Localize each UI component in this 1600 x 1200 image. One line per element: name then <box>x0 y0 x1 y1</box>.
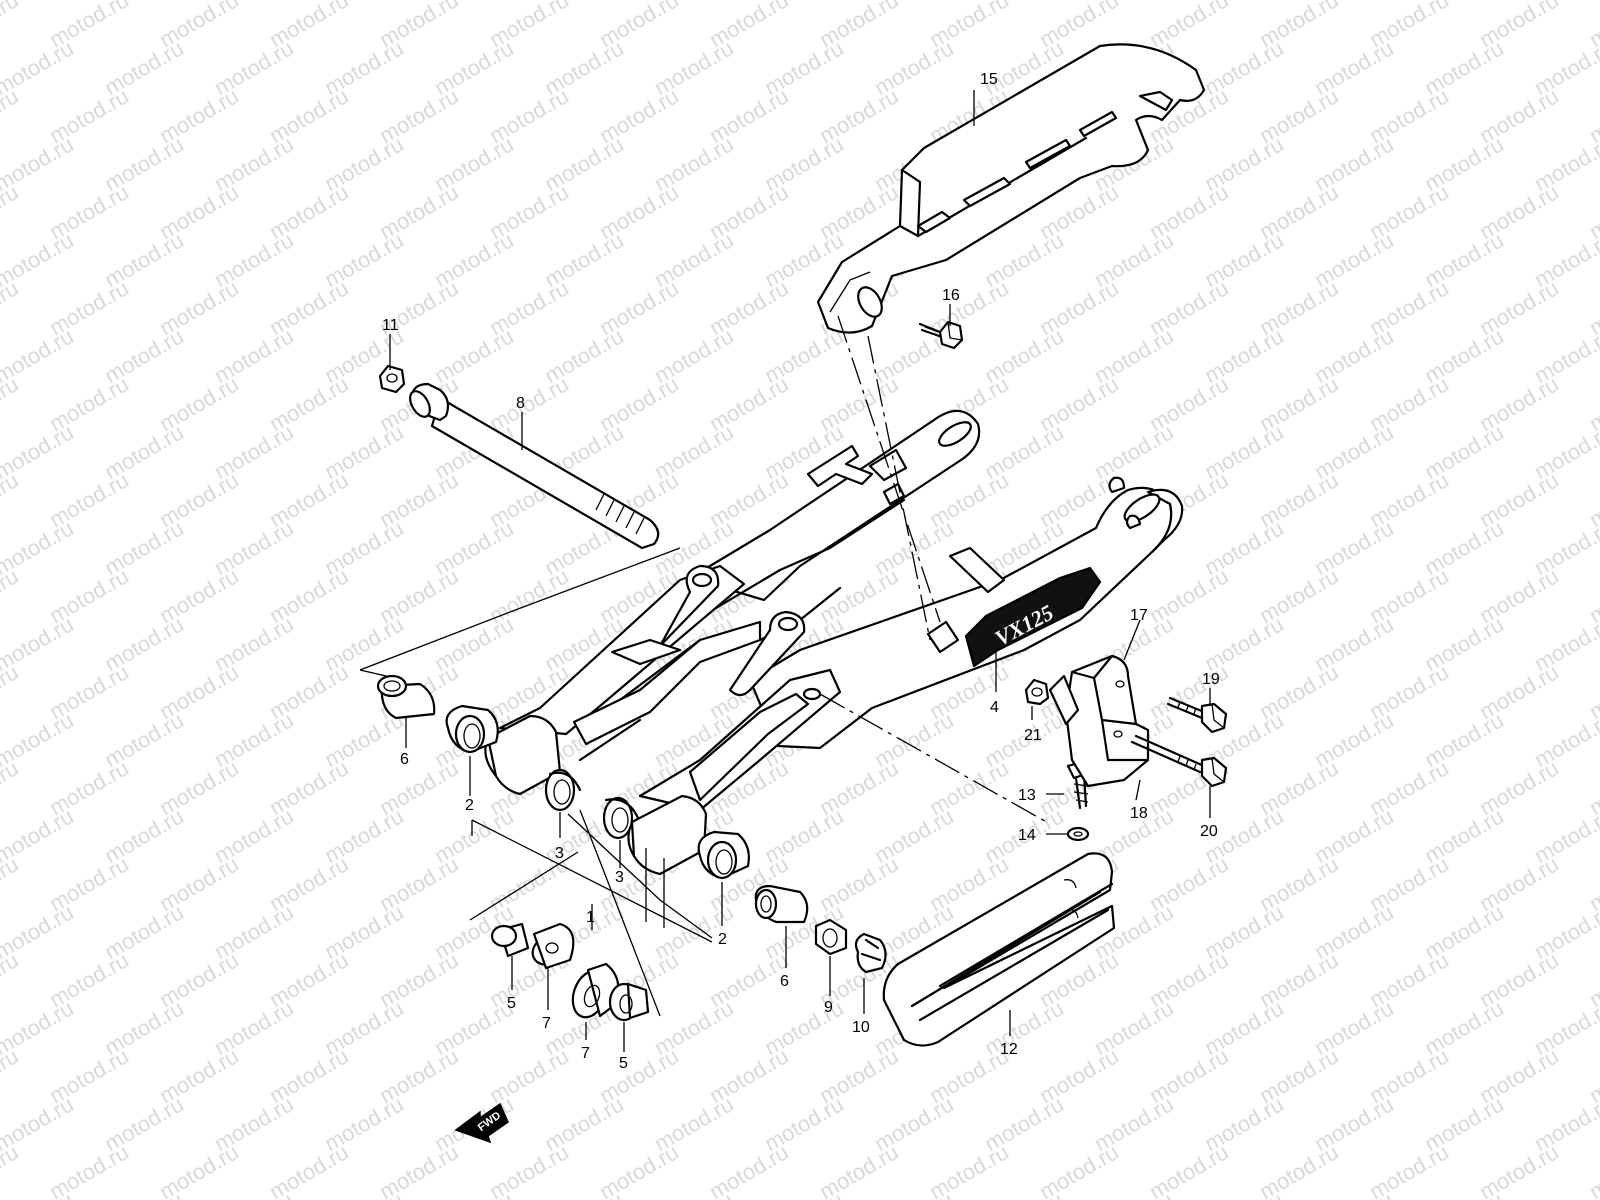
chain-slider <box>882 852 1116 1047</box>
washer-5-right <box>608 982 650 1022</box>
callout-8: 8 <box>516 395 525 412</box>
callout-18: 18 <box>1130 805 1148 822</box>
washer-14 <box>1066 826 1090 842</box>
bolt-20 <box>1130 734 1228 788</box>
washer-7-left <box>531 922 575 970</box>
callout-4: 4 <box>990 699 999 716</box>
callout-9: 9 <box>824 999 833 1016</box>
cap-10 <box>854 932 887 974</box>
chain-guard <box>816 43 1206 334</box>
callout-2: 2 <box>465 797 474 814</box>
callout-19: 19 <box>1202 671 1220 688</box>
callout-17: 17 <box>1130 607 1148 624</box>
guide-lines <box>359 315 1051 1017</box>
spacer-6-right <box>754 884 809 924</box>
nut-9 <box>814 918 848 956</box>
bolt-16 <box>918 320 964 350</box>
callout-15: 15 <box>980 71 998 88</box>
callout-10: 10 <box>852 1019 870 1036</box>
dust-seal-3-right <box>602 796 640 840</box>
callout-12: 12 <box>1000 1041 1018 1058</box>
callout-7: 7 <box>581 1045 590 1062</box>
callout-5: 5 <box>619 1055 628 1072</box>
spacer-6-left <box>376 674 436 720</box>
callout-2: 2 <box>718 931 727 948</box>
callout-5: 5 <box>507 995 516 1012</box>
callout-labels: 1 2 2 3 3 4 5 5 6 6 7 7 8 9 10 11 12 13 … <box>382 71 1220 1072</box>
bearing-2-left <box>445 704 499 754</box>
bolt-19 <box>1166 696 1228 734</box>
pivot-shaft <box>409 382 660 550</box>
callout-3: 3 <box>555 845 564 862</box>
callout-7: 7 <box>542 1015 551 1032</box>
callout-1: 1 <box>586 909 595 926</box>
leader-lines <box>389 90 1211 1052</box>
emblem-plate <box>964 566 1102 668</box>
nut-11 <box>378 364 406 394</box>
nut-21 <box>1024 678 1050 706</box>
callout-3: 3 <box>615 869 624 886</box>
bracket-17-18 <box>1048 654 1150 788</box>
callout-21: 21 <box>1024 727 1042 744</box>
dust-seal-3-left <box>544 768 582 812</box>
fwd-arrow-icon: FWD <box>454 1102 509 1144</box>
callout-6: 6 <box>400 751 409 768</box>
callout-6: 6 <box>780 973 789 990</box>
bearing-2-right <box>697 830 750 880</box>
callout-13: 13 <box>1018 787 1036 804</box>
callout-11: 11 <box>382 317 399 334</box>
callout-20: 20 <box>1200 823 1218 840</box>
washer-5-left <box>490 922 530 958</box>
callout-16: 16 <box>942 287 960 304</box>
swingarm-body: VX125 <box>484 409 1184 876</box>
callout-14: 14 <box>1018 827 1036 844</box>
